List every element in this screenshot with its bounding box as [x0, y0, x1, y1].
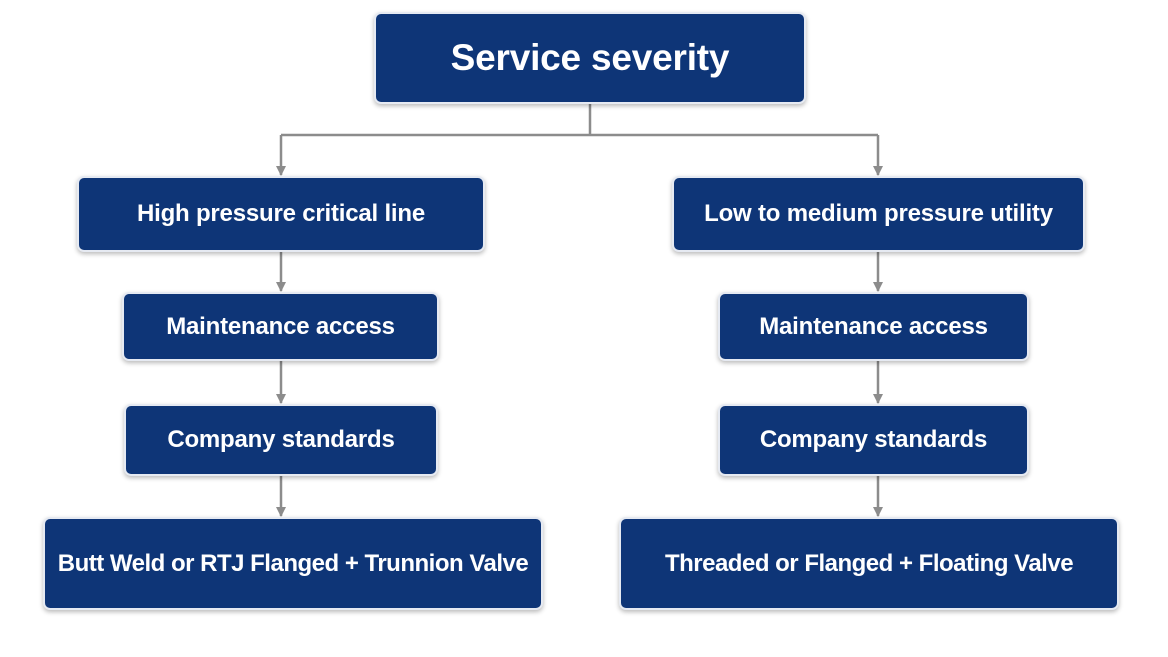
node-left-maintenance-access: Maintenance access	[122, 292, 439, 361]
node-low-to-medium-pressure-utility: Low to medium pressure utility	[672, 176, 1085, 252]
node-outcome-butt-weld-trunnion: Butt Weld or RTJ Flanged + Trunnion Valv…	[43, 517, 543, 610]
node-service-severity: Service severity	[374, 12, 806, 104]
node-right-maintenance-access: Maintenance access	[718, 292, 1029, 361]
node-high-pressure-critical-line: High pressure critical line	[77, 176, 485, 252]
node-right-company-standards: Company standards	[718, 404, 1029, 476]
node-outcome-threaded-floating: Threaded or Flanged + Floating Valve	[619, 517, 1119, 610]
node-left-company-standards: Company standards	[124, 404, 438, 476]
